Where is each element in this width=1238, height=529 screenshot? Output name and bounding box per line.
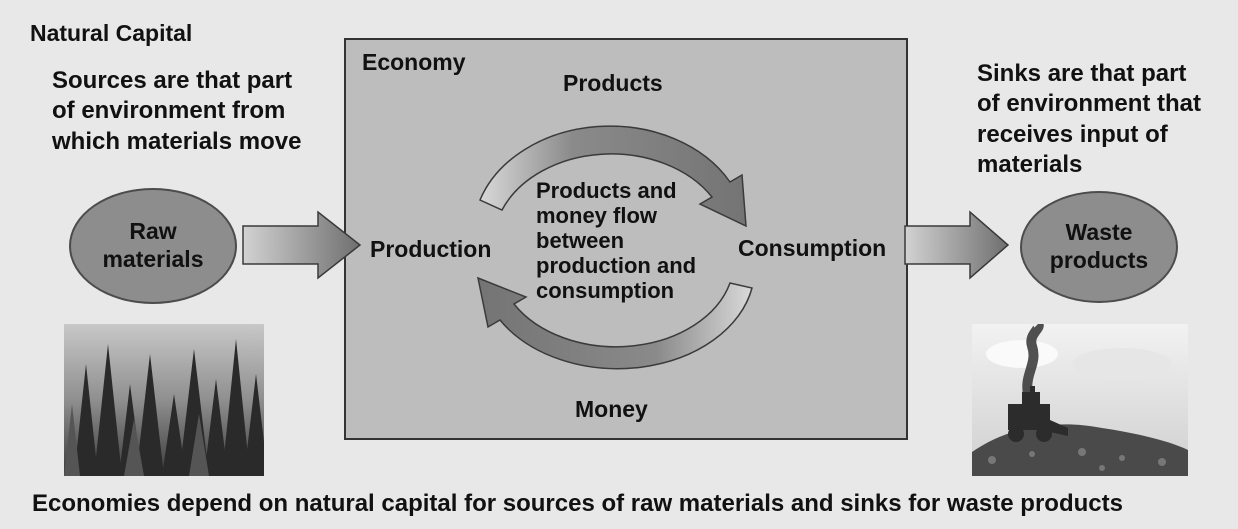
sinks-line1: are that part bbox=[1041, 60, 1187, 87]
raw-materials-line1: Raw bbox=[129, 218, 177, 245]
natural-capital-title: Natural Capital bbox=[30, 20, 193, 46]
consumption-label: Consumption bbox=[738, 235, 887, 261]
products-curved-arrow bbox=[479, 125, 747, 228]
sources-line3: which materials move bbox=[52, 127, 302, 155]
sources-line2: of environment from bbox=[52, 97, 286, 125]
sinks-line3: receives input of bbox=[977, 120, 1168, 148]
sources-description: Sources are that part of environment fro… bbox=[52, 66, 301, 157]
production-label: Production bbox=[370, 236, 492, 262]
sinks-description: Sinks are that part of environment that … bbox=[977, 59, 1201, 181]
raw-materials-oval: Raw materials bbox=[69, 188, 237, 304]
money-label: Money bbox=[575, 396, 648, 422]
waste-products-line2: products bbox=[1049, 247, 1149, 273]
waste-products-oval: Waste products bbox=[1020, 191, 1178, 303]
flow-description: Products and money flow between producti… bbox=[536, 178, 696, 303]
economy-title: Economy bbox=[362, 49, 466, 75]
flow-description-line: Products and bbox=[536, 178, 677, 203]
waste-products-line1: Waste bbox=[1065, 219, 1133, 246]
sinks-line4: materials bbox=[977, 151, 1083, 179]
flow-description-line: money flow bbox=[536, 203, 658, 229]
forest-photo bbox=[64, 324, 264, 476]
products-label: Products bbox=[563, 70, 663, 96]
sources-term: Sources bbox=[52, 67, 147, 94]
sinks-term: Sinks bbox=[977, 60, 1042, 87]
sources-line1: are that part bbox=[146, 67, 293, 94]
raw-materials-line2: materials bbox=[102, 246, 204, 272]
flow-description-line: consumption bbox=[536, 278, 675, 304]
input-arrow bbox=[242, 210, 362, 280]
landfill-photo bbox=[972, 324, 1188, 476]
footer-caption: Economies depend on natural capital for … bbox=[32, 490, 1123, 517]
money-curved-arrow bbox=[476, 276, 753, 370]
flow-description-line: between bbox=[536, 228, 625, 254]
economy-box bbox=[344, 38, 908, 440]
flow-description-line: production and bbox=[536, 253, 697, 279]
output-arrow bbox=[904, 210, 1010, 280]
sinks-line2: of environment that bbox=[977, 90, 1202, 118]
